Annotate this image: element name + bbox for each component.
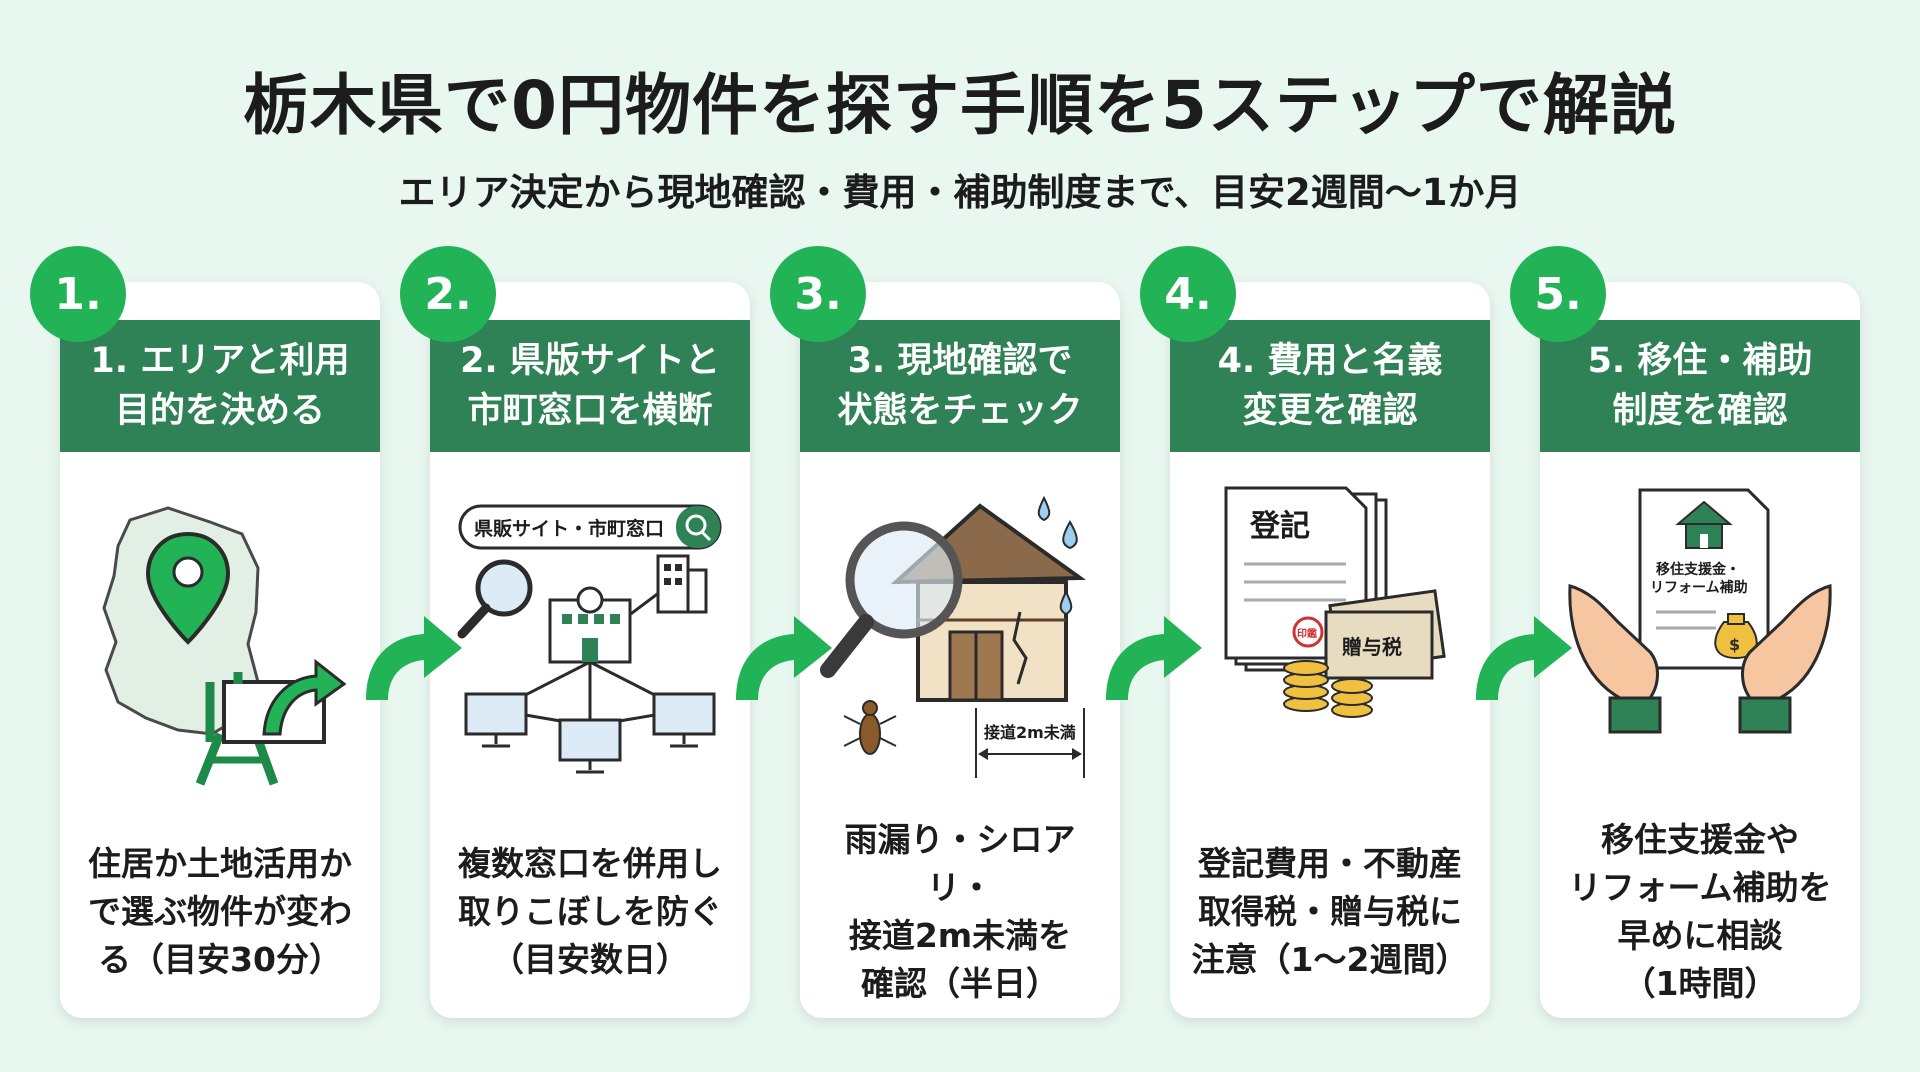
step-card-3: 3. 現地確認で 状態をチェック	[800, 282, 1120, 1018]
magnifier-icon	[457, 559, 533, 639]
road-width-measure: 接道2m未満	[975, 708, 1085, 778]
step-card-5: 5. 移住・補助 制度を確認 移住支援金・ リフォーム補助 $	[1540, 282, 1860, 1018]
step-5-title: 5. 移住・補助 制度を確認	[1540, 320, 1860, 452]
flow-arrow-4	[1468, 608, 1578, 708]
money-label: 贈与税	[1342, 635, 1402, 659]
step-4-badge: 4.	[1140, 246, 1236, 342]
step-2-badge: 2.	[400, 246, 496, 342]
step-3-description: 雨漏り・シロアリ・ 接道2m未満を 確認（半日）	[844, 820, 1076, 1003]
hands-document-illustration: 移住支援金・ リフォーム補助 $	[1540, 472, 1860, 802]
seal-stamp-icon	[1292, 616, 1324, 648]
curved-arrow-icon	[262, 658, 347, 736]
page-subtitle: エリア決定から現地確認・費用・補助制度まで、目安2週間〜1か月	[398, 171, 1522, 214]
house-inspection-illustration: 接道2m未満	[800, 472, 1120, 802]
magnifier-icon	[820, 521, 963, 678]
flow-arrow-2	[728, 608, 838, 708]
step-1-title: 1. エリアと利用 目的を決める	[60, 320, 380, 452]
step-2-description: 複数窓口を併用し 取りこぼしを防ぐ （目安数日）	[458, 844, 722, 979]
city-hall-icon	[548, 586, 632, 664]
map-pin-signboard-illustration	[60, 472, 380, 802]
building-icon	[656, 554, 708, 614]
flow-arrow-1	[358, 608, 468, 708]
left-hand-icon	[1568, 584, 1662, 734]
house-icon	[1675, 500, 1733, 549]
step-5-description: 移住支援金や リフォーム補助を 早めに相談 （1時間）	[1568, 820, 1832, 1003]
money-bag-icon: $	[1714, 613, 1758, 660]
right-hand-icon	[1738, 584, 1832, 734]
banknotes-icon: 贈与税	[1324, 589, 1446, 680]
document-title: 登記	[1249, 509, 1310, 544]
document-text-line-2: リフォーム補助	[1650, 579, 1748, 596]
search-bar: 県販サイト・市町窓口	[458, 504, 722, 550]
flow-arrow-3	[1098, 608, 1208, 708]
water-drop-icon	[1037, 495, 1078, 616]
document-text-line-1: 移住支援金・	[1656, 561, 1740, 578]
search-network-illustration: 県販サイト・市町窓口	[430, 472, 750, 802]
location-pin-icon	[145, 531, 231, 645]
search-icon	[685, 514, 707, 536]
subsidy-document-icon: 移住支援金・ リフォーム補助 $	[1638, 488, 1770, 670]
step-1-description: 住居か土地活用か で選ぶ物件が変わ る（目安30分）	[88, 844, 352, 979]
step-card-1: 1. エリアと利用 目的を決める 住居か土地活用か で選ぶ物件が変わ る（目安3…	[60, 282, 380, 1018]
step-4-title: 4. 費用と名義 変更を確認	[1170, 320, 1490, 452]
termite-icon	[843, 700, 897, 755]
computer-icon	[464, 692, 716, 762]
step-card-2: 2. 県版サイトと 市町窓口を横断 県販サイト・市町窓口	[430, 282, 750, 1018]
svg-text:$: $	[1729, 635, 1740, 654]
step-5-badge: 5.	[1510, 246, 1606, 342]
step-3-badge: 3.	[770, 246, 866, 342]
step-card-4: 4. 費用と名義 変更を確認 登記 印鑑 贈与税	[1170, 282, 1490, 1018]
search-bar-text: 県販サイト・市町窓口	[474, 517, 664, 540]
step-2-title: 2. 県版サイトと 市町窓口を横断	[430, 320, 750, 452]
seal-stamp-text: 印鑑	[1297, 627, 1317, 640]
step-4-description: 登記費用・不動産 取得税・贈与税に 注意（1〜2週間）	[1191, 844, 1469, 979]
coin-stack-icon	[1283, 660, 1373, 718]
step-1-badge: 1.	[30, 246, 126, 342]
step-3-title: 3. 現地確認で 状態をチェック	[800, 320, 1120, 452]
documents-money-illustration: 登記 印鑑 贈与税	[1170, 472, 1490, 802]
page-title: 栃木県で0円物件を探す手順を5ステップで解説	[243, 67, 1677, 144]
road-width-label: 接道2m未満	[984, 723, 1076, 742]
